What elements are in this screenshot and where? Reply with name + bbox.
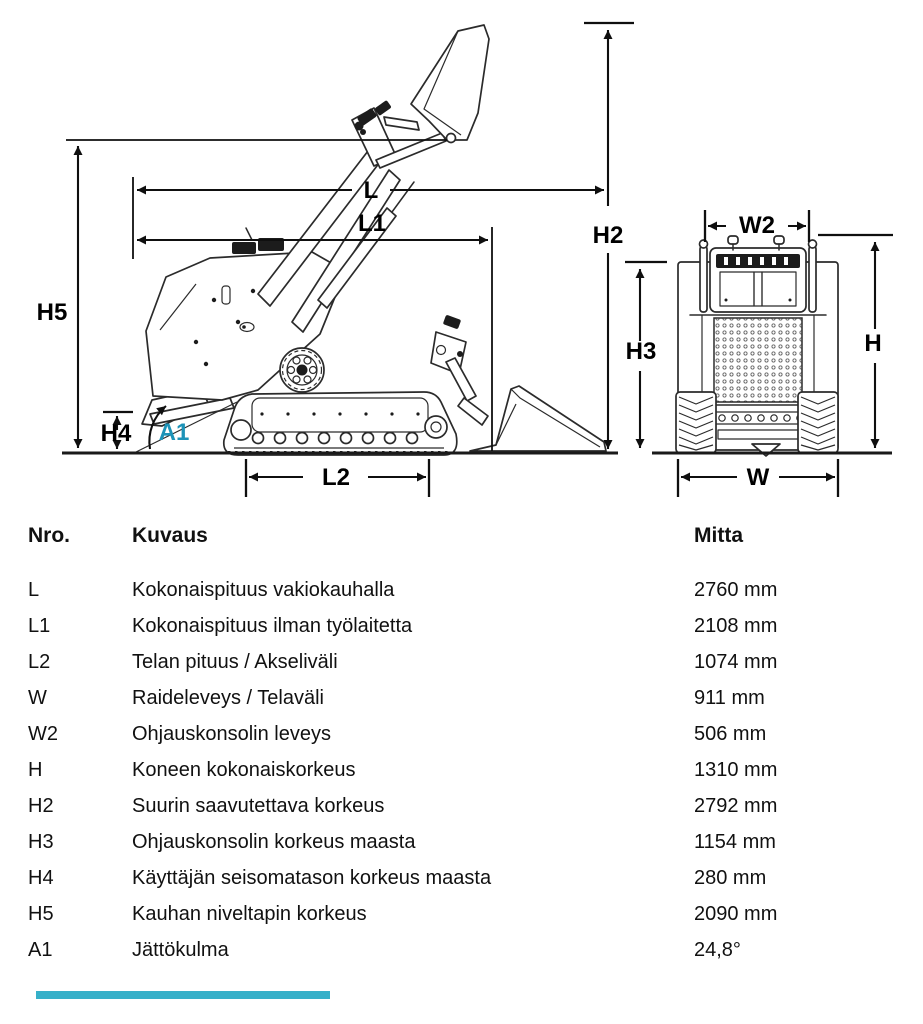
spec-code: L	[28, 578, 40, 601]
spec-description: Telan pituus / Akseliväli	[132, 650, 338, 673]
spec-code: L2	[28, 650, 51, 673]
dimension-label-H3: H3	[626, 338, 657, 365]
table-row: L1 Kokonaispituus ilman työlaitetta 2108…	[0, 608, 923, 644]
header-nro: Nro.	[28, 524, 70, 547]
spec-table-header: Nro. Kuvaus Mitta	[0, 524, 923, 548]
spec-description: Kokonaispituus vakiokauhalla	[132, 578, 395, 601]
departure-angle-line	[135, 401, 238, 453]
dimension-label-H: H	[864, 330, 881, 357]
dimension-label-A1: A1	[159, 419, 190, 446]
table-row: H4 Käyttäjän seisomatason korkeus maasta…	[0, 861, 923, 897]
dimension-W2: W2	[703, 210, 811, 242]
dimension-L1: L1	[137, 210, 493, 451]
dimension-H4: H4	[101, 410, 133, 449]
spec-description: Koneen kokonaiskorkeus	[132, 759, 356, 782]
table-row: W Raideleveys / Telaväli 911 mm	[0, 680, 923, 716]
spec-value: 24,8°	[694, 939, 741, 962]
header-kuvaus: Kuvaus	[132, 524, 208, 547]
dimension-H2: H2	[584, 21, 634, 449]
spec-description: Raideleveys / Telaväli	[132, 686, 324, 709]
dimension-label-H2: H2	[593, 222, 624, 249]
drive-sprocket	[279, 347, 325, 393]
bucket-pivot-pin	[445, 132, 457, 144]
spec-code: H2	[28, 795, 54, 818]
dimension-label-W2: W2	[739, 212, 775, 239]
dimension-H5: H5	[37, 139, 447, 448]
spec-value: 2792 mm	[694, 795, 778, 818]
spec-value: 280 mm	[694, 867, 767, 890]
spec-table-rows: L Kokonaispituus vakiokauhalla 2760 mm L…	[0, 572, 923, 969]
track-assembly	[222, 391, 458, 456]
dimension-L2: L2	[244, 459, 431, 497]
spec-value: 2090 mm	[694, 903, 778, 926]
dimension-label-H4: H4	[101, 420, 132, 447]
spec-description: Jättökulma	[132, 939, 229, 962]
rear-hitch	[751, 443, 781, 457]
dimension-label-L1: L1	[358, 210, 386, 237]
table-row: H Koneen kokonaiskorkeus 1310 mm	[0, 752, 923, 788]
spec-table: Nro. Kuvaus Mitta L Kokonaispituus vakio…	[0, 524, 923, 969]
dimension-label-W: W	[747, 464, 770, 491]
table-row: L2 Telan pituus / Akseliväli 1074 mm	[0, 644, 923, 680]
mesh-panel	[713, 317, 803, 403]
side-view-drawing	[135, 24, 607, 456]
header-mitta: Mitta	[694, 524, 743, 547]
spec-description: Suurin saavutettava korkeus	[132, 795, 385, 818]
spec-code: H5	[28, 903, 54, 926]
table-row: H3 Ohjauskonsolin korkeus maasta 1154 mm	[0, 825, 923, 861]
dimension-H3: H3	[625, 260, 667, 448]
spec-code: H3	[28, 831, 54, 854]
table-row: H5 Kauhan niveltapin korkeus 2090 mm	[0, 897, 923, 933]
dimension-label-L2: L2	[322, 464, 350, 491]
spec-code: H	[28, 759, 43, 782]
dimension-A1: A1	[148, 405, 190, 450]
spec-value: 1154 mm	[694, 831, 776, 854]
dimension-label-H5: H5	[37, 299, 68, 326]
spec-value: 506 mm	[694, 722, 767, 745]
spec-value: 2108 mm	[694, 614, 778, 637]
spec-value: 1074 mm	[694, 650, 778, 673]
lowered-bucket	[469, 385, 607, 452]
rear-view-drawing	[675, 235, 839, 457]
spec-code: W2	[28, 722, 58, 745]
spec-code: W	[28, 686, 47, 709]
dimension-label-L: L	[364, 177, 379, 204]
accent-bar	[36, 991, 330, 999]
spec-description: Ohjauskonsolin korkeus maasta	[132, 831, 416, 854]
front-attachment	[430, 315, 489, 426]
spec-code: L1	[28, 614, 51, 637]
table-row: A1 Jättökulma 24,8°	[0, 933, 923, 969]
table-row: H2 Suurin saavutettava korkeus 2792 mm	[0, 789, 923, 825]
raised-bucket	[410, 24, 490, 144]
table-row: L Kokonaispituus vakiokauhalla 2760 mm	[0, 572, 923, 608]
spec-code: A1	[28, 939, 53, 962]
spec-description: Kauhan niveltapin korkeus	[132, 903, 367, 926]
spec-description: Ohjauskonsolin leveys	[132, 722, 331, 745]
spec-value: 911 mm	[694, 686, 765, 709]
table-row: W2 Ohjauskonsolin leveys 506 mm	[0, 716, 923, 752]
spec-value: 1310 mm	[694, 759, 778, 782]
dimension-diagram: H5 H2 L L1 H4 A1 L2 W2	[37, 21, 893, 497]
dimension-W: W	[676, 459, 840, 497]
spec-code: H4	[28, 867, 54, 890]
spec-description: Kokonaispituus ilman työlaitetta	[132, 614, 413, 637]
dimension-H: H	[818, 233, 893, 448]
dimension-L: L	[132, 177, 604, 259]
spec-description: Käyttäjän seisomatason korkeus maasta	[132, 867, 492, 890]
spec-value: 2760 mm	[694, 578, 778, 601]
